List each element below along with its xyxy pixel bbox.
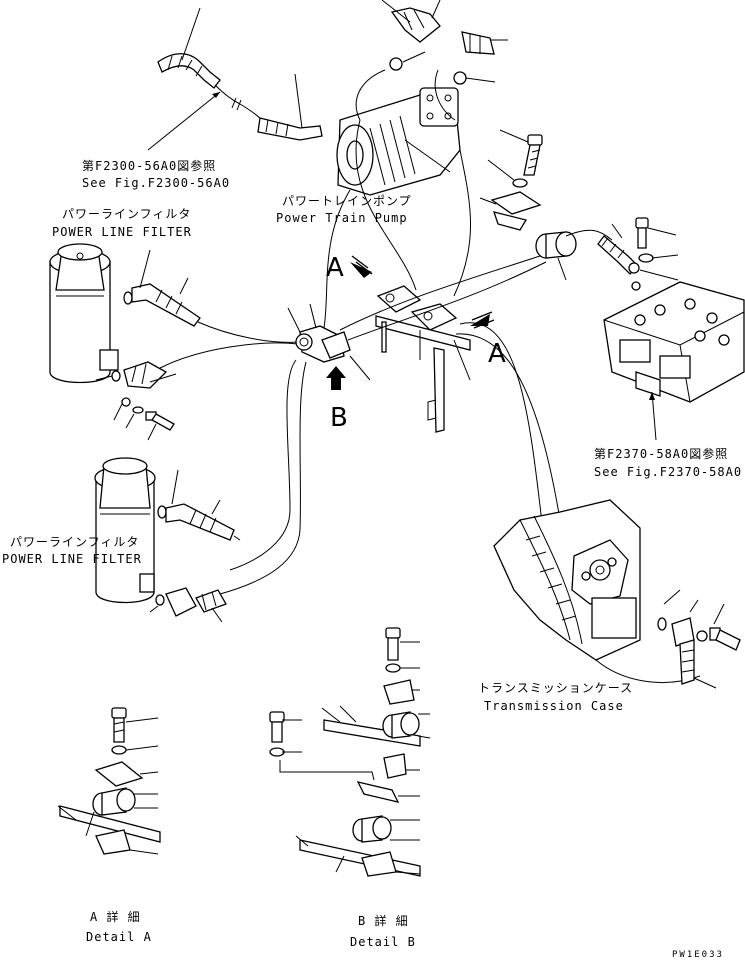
hose-right — [565, 223, 640, 275]
filter-1-label-jp: パワーラインフィルタ — [62, 207, 191, 221]
detail-a — [57, 707, 161, 855]
hose-to-case-2 — [455, 333, 561, 521]
hose-filter2-lower — [149, 587, 227, 623]
filter-1-label-en: POWER LINE FILTER — [52, 225, 192, 239]
arrow-b — [326, 366, 346, 390]
pump-label-en: Power Train Pump — [276, 211, 408, 225]
sleeve-top-right — [535, 231, 577, 281]
transmission-case — [493, 499, 701, 683]
case-label-jp: トランスミッションケース — [478, 681, 633, 695]
case-fitting — [657, 589, 741, 689]
hose-filter2-upper — [165, 469, 241, 541]
hose-pump-down-3 — [323, 189, 351, 329]
bracket-mid — [375, 285, 471, 433]
hose-pump-down-2 — [453, 149, 472, 297]
central-junction — [287, 303, 371, 381]
detail-b-label-en: Detail B — [350, 935, 416, 949]
filter-2-label-en: POWER LINE FILTER — [2, 552, 142, 566]
arrow-a-right-label: A — [488, 339, 506, 369]
pump-label-jp: パワートレインポンプ — [282, 194, 412, 208]
fig-2370-label-jp: 第F2370-58A0図参照 — [594, 446, 728, 461]
fig-2300-label-en: See Fig.F2300-56A0 — [82, 176, 230, 190]
power-train-pump — [336, 0, 508, 196]
hose-long-2 — [347, 261, 547, 341]
detail-a-label-en: Detail A — [86, 930, 152, 944]
detail-b — [269, 627, 431, 877]
hose-filter1-upper — [131, 249, 299, 343]
transmission-valve — [603, 281, 745, 441]
bolt-top — [487, 129, 543, 188]
case-label-en: Transmission Case — [484, 699, 624, 713]
arrow-a-upper-label: A — [326, 253, 344, 283]
bolt-right — [635, 217, 679, 281]
drawing-code: PW1E033 — [672, 950, 724, 960]
fig-2370-label-en: See Fig.F2370-58A0 — [594, 465, 742, 479]
arrow-a-upper — [350, 255, 373, 278]
clamp-top — [479, 191, 542, 231]
hose-pump-down-1 — [355, 119, 417, 291]
power-line-filter-2 — [94, 457, 167, 604]
power-line-filter-1 — [49, 243, 133, 384]
detail-b-label-jp: B 詳 細 — [358, 913, 409, 928]
detail-a-label-jp: A 詳 細 — [90, 909, 141, 924]
hose-down-left-2 — [219, 361, 307, 595]
arrow-b-label: B — [330, 403, 348, 433]
filter-2-label-jp: パワーラインフィルタ — [10, 535, 139, 549]
fig-2300-label-jp: 第F2300-56A0図参照 — [82, 158, 216, 173]
bolt-filter1 — [113, 397, 175, 441]
hose-long-1 — [339, 255, 541, 331]
arrow-a-right — [470, 311, 495, 329]
hose-down-left-1 — [229, 359, 297, 571]
hose-filter1-lower — [95, 342, 299, 389]
hose-reference-top-left — [147, 7, 323, 151]
